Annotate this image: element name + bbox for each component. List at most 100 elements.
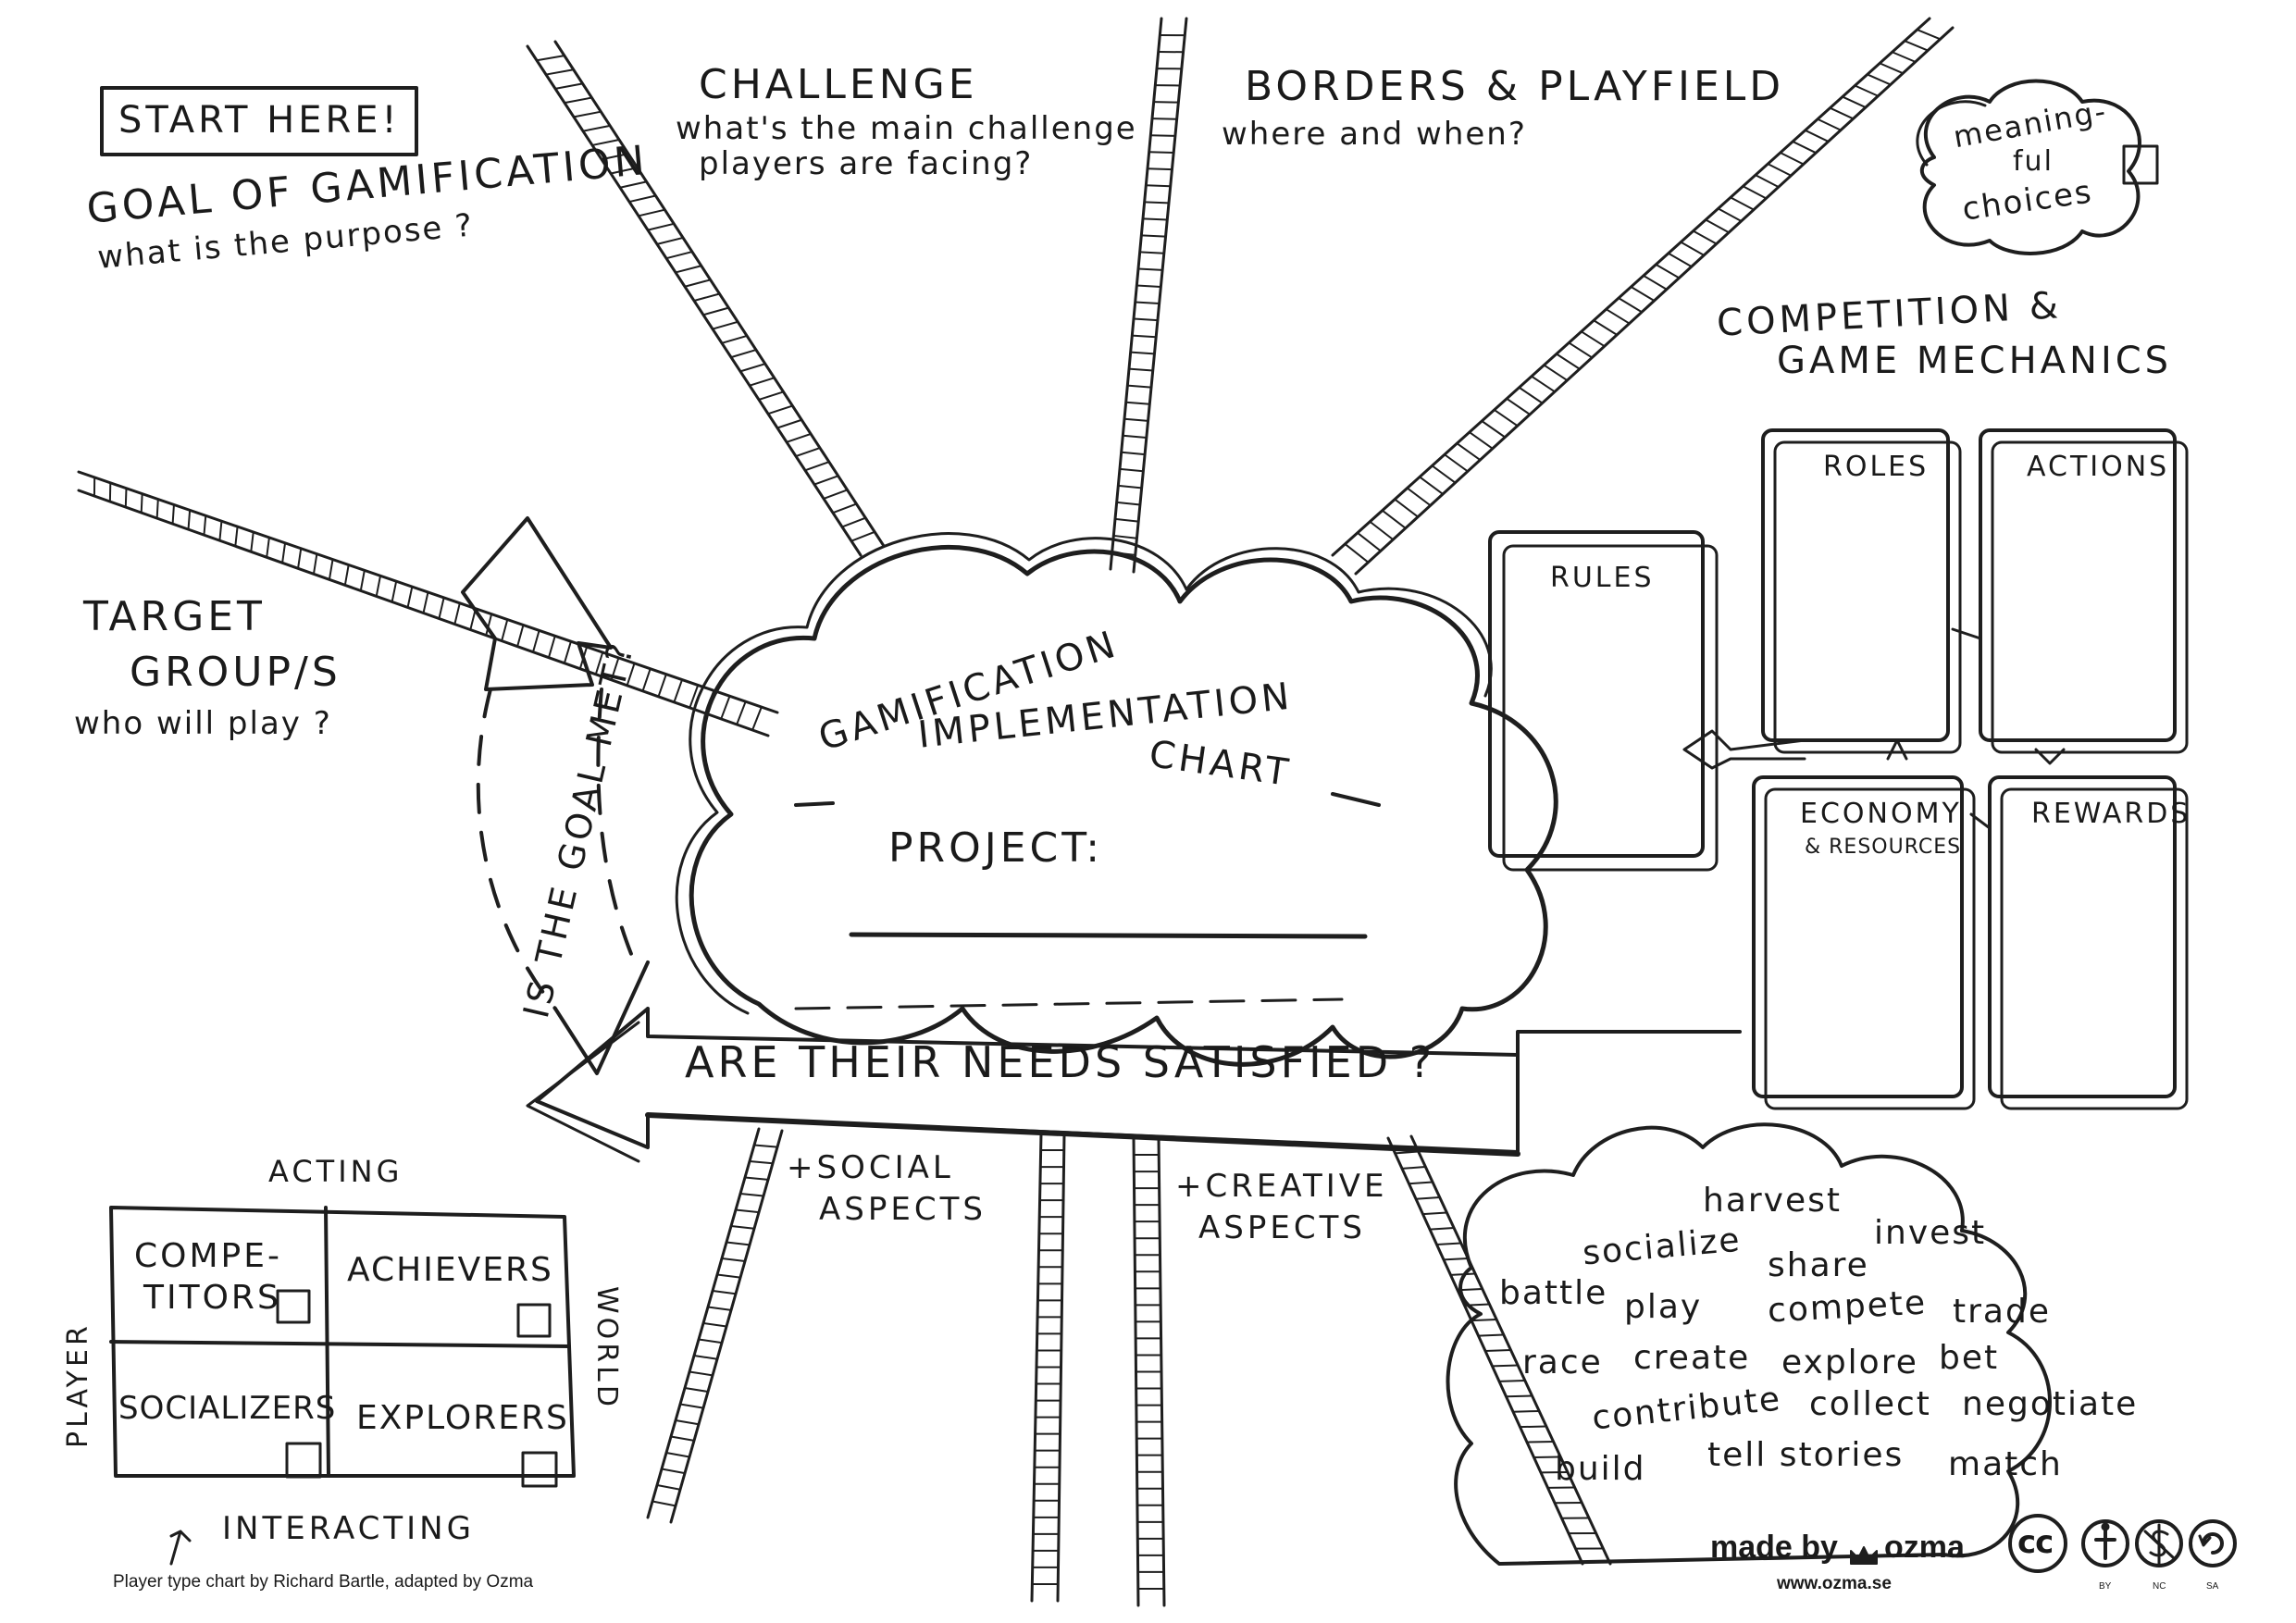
competition-line2: GAME MECHANICS bbox=[1777, 340, 2173, 382]
sa-label: SA bbox=[2206, 1581, 2219, 1592]
ladder-rung bbox=[786, 432, 813, 443]
ladder-rung bbox=[573, 110, 602, 118]
ladder-rung bbox=[1145, 184, 1172, 188]
target-line2: GROUP/S bbox=[130, 649, 341, 696]
ladder-rung bbox=[1443, 453, 1469, 473]
ladder-rung bbox=[250, 531, 254, 553]
ladder-rung bbox=[813, 475, 839, 486]
brand-name: ozma bbox=[1884, 1530, 1965, 1565]
ladder-rung bbox=[1506, 397, 1532, 415]
achievers-checkbox[interactable] bbox=[516, 1303, 552, 1338]
ladder-rung bbox=[406, 586, 414, 609]
social-line2: ASPECTS bbox=[819, 1191, 987, 1228]
creative-line1: +CREATIVE bbox=[1175, 1168, 1388, 1205]
ladder-rung bbox=[702, 1322, 727, 1328]
ladder-rung bbox=[749, 1160, 774, 1165]
ladder-rung bbox=[1555, 353, 1581, 370]
nc-dollar-icon bbox=[2143, 1523, 2175, 1566]
ladder-rung bbox=[1131, 334, 1158, 339]
start-here-label: START HERE! bbox=[118, 99, 401, 142]
ladder-rung bbox=[698, 1338, 723, 1344]
challenge-title: CHALLENGE bbox=[699, 61, 978, 108]
competitors-line2: TITORS bbox=[143, 1279, 281, 1317]
meaningful-choices-checkbox[interactable] bbox=[2122, 144, 2159, 185]
ladder-rung bbox=[312, 552, 318, 576]
explorers-label: EXPLORERS bbox=[356, 1399, 569, 1437]
ladder-rung bbox=[124, 487, 128, 509]
ozma-crown-icon bbox=[1850, 1546, 1878, 1565]
ladder-rung bbox=[1477, 1333, 1505, 1337]
ladder-rung bbox=[1531, 375, 1556, 393]
ladder-rung bbox=[1117, 484, 1143, 489]
needs-label: ARE THEIR NEEDS SATISFIED ? bbox=[685, 1037, 1436, 1087]
verb-explore: explore bbox=[1781, 1344, 1918, 1381]
ladder-rung bbox=[1568, 341, 1594, 359]
ladder-rung bbox=[689, 684, 700, 709]
ladder-rung bbox=[656, 236, 685, 245]
verb-play: play bbox=[1624, 1288, 1703, 1326]
ladder-rung bbox=[1123, 417, 1149, 422]
by-label: BY bbox=[2099, 1581, 2112, 1592]
ladder-rung bbox=[1533, 1456, 1562, 1458]
actions-box[interactable] bbox=[1979, 428, 2177, 742]
player-axis-arrow bbox=[169, 1530, 192, 1566]
ladder-rung bbox=[564, 96, 593, 105]
ladder-rung bbox=[1829, 106, 1855, 120]
ladder-rung bbox=[684, 1387, 709, 1393]
ladder-rung bbox=[422, 591, 429, 614]
ladder-rung bbox=[1133, 317, 1159, 322]
ladder-rung bbox=[767, 404, 794, 415]
challenge-question-line2: players are facing? bbox=[699, 145, 1034, 182]
achievers-label: ACHIEVERS bbox=[347, 1251, 553, 1289]
ladder-rung bbox=[1149, 134, 1176, 137]
ladder-rung bbox=[375, 575, 382, 598]
verb-battle: battle bbox=[1499, 1274, 1608, 1312]
ladder-rung bbox=[1767, 163, 1793, 177]
economy-box[interactable] bbox=[1752, 775, 1964, 1098]
ladder-rung bbox=[776, 418, 803, 429]
rules-box[interactable] bbox=[1488, 530, 1705, 858]
player-chart-acting: ACTING bbox=[268, 1154, 403, 1189]
ladder-rung bbox=[1126, 384, 1152, 389]
ladder-rung bbox=[1779, 152, 1805, 166]
ladder-rung bbox=[1129, 351, 1156, 355]
ladder-rung bbox=[736, 700, 747, 725]
roles-box[interactable] bbox=[1761, 428, 1950, 742]
ladder-rung bbox=[1394, 498, 1420, 518]
project-label: PROJECT: bbox=[888, 824, 1104, 872]
ladder-rung bbox=[1817, 118, 1843, 131]
socializers-label: SOCIALIZERS bbox=[118, 1390, 337, 1427]
ladder-rung bbox=[1484, 1349, 1512, 1352]
verb-share: share bbox=[1768, 1246, 1869, 1284]
explorers-checkbox[interactable] bbox=[521, 1451, 558, 1488]
ladder-rung bbox=[1642, 274, 1668, 291]
ladder-rung bbox=[1891, 51, 1917, 63]
ladder-rung bbox=[343, 564, 350, 587]
socializers-checkbox[interactable] bbox=[285, 1442, 322, 1479]
ladder-rung bbox=[626, 662, 636, 687]
rewards-box[interactable] bbox=[1988, 775, 2177, 1098]
ladder-rung bbox=[1916, 29, 1942, 41]
ladder-rung bbox=[716, 1273, 741, 1279]
ladder-rung bbox=[641, 667, 652, 692]
ladder-rung bbox=[234, 526, 239, 548]
sa-arrow-icon bbox=[2202, 1532, 2224, 1555]
site-url[interactable]: www.ozma.se bbox=[1777, 1574, 1892, 1593]
ladder-rung bbox=[591, 138, 621, 146]
ladder-rung bbox=[391, 580, 398, 603]
ladder-rung bbox=[1421, 1211, 1448, 1216]
ladder-rung bbox=[665, 251, 693, 260]
ladder-rung bbox=[140, 492, 143, 514]
rewards-label: REWARDS bbox=[2031, 798, 2191, 830]
ladder-rung bbox=[753, 1144, 778, 1148]
ladder-rung bbox=[1114, 517, 1140, 523]
ladder-rung bbox=[673, 678, 684, 703]
verb-tell-stories: tell stories bbox=[1707, 1436, 1905, 1474]
ladder-rung bbox=[751, 706, 763, 731]
ladder-rung bbox=[665, 1452, 690, 1458]
ladder-rung bbox=[582, 124, 612, 132]
competitors-line1: COMPE- bbox=[134, 1237, 282, 1275]
ladder-rung bbox=[438, 596, 445, 620]
ladder-rung bbox=[501, 618, 509, 642]
competitors-checkbox[interactable] bbox=[276, 1289, 311, 1324]
